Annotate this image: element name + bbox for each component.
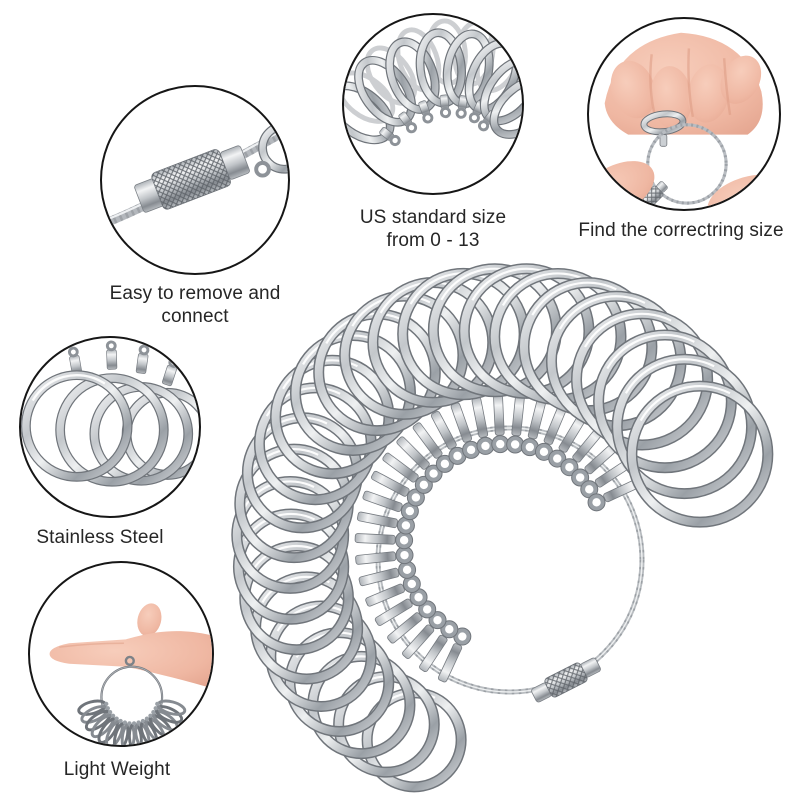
caption-line: US standard size bbox=[359, 207, 507, 228]
hanging-fan bbox=[77, 699, 187, 745]
hand-hanging-sizer bbox=[49, 603, 212, 745]
cable-clasp bbox=[531, 657, 601, 703]
caption-light-weight: Light Weight bbox=[17, 758, 217, 781]
callout-circle-easy-remove bbox=[100, 85, 290, 275]
rings-closeup bbox=[21, 340, 199, 487]
callout-circle-find-size bbox=[587, 17, 781, 211]
hand-wearing-ring bbox=[589, 32, 779, 209]
callout-circle-us-size bbox=[342, 13, 524, 195]
caption-stainless: Stainless Steel bbox=[0, 526, 200, 549]
ring-row-closeup bbox=[344, 18, 522, 147]
callout-circle-stainless bbox=[19, 336, 201, 518]
caption-us-size: US standard size from 0 - 13 bbox=[330, 206, 536, 252]
cable-loop bbox=[375, 425, 645, 695]
screw-clasp-closeup bbox=[103, 121, 288, 227]
caption-line: from 0 - 13 bbox=[386, 230, 480, 251]
ring-stack bbox=[231, 263, 774, 793]
caption-line: connect bbox=[161, 306, 229, 327]
caption-line: Find the correctring size bbox=[578, 220, 784, 241]
caption-line: Easy to remove and bbox=[109, 283, 281, 304]
caption-easy-remove: Easy to remove and connect bbox=[95, 282, 295, 328]
callout-circle-light-weight bbox=[28, 561, 214, 747]
caption-line: Light Weight bbox=[63, 759, 171, 780]
caption-line: Stainless Steel bbox=[36, 527, 164, 548]
caption-find-size: Find the correctring size bbox=[568, 219, 794, 242]
